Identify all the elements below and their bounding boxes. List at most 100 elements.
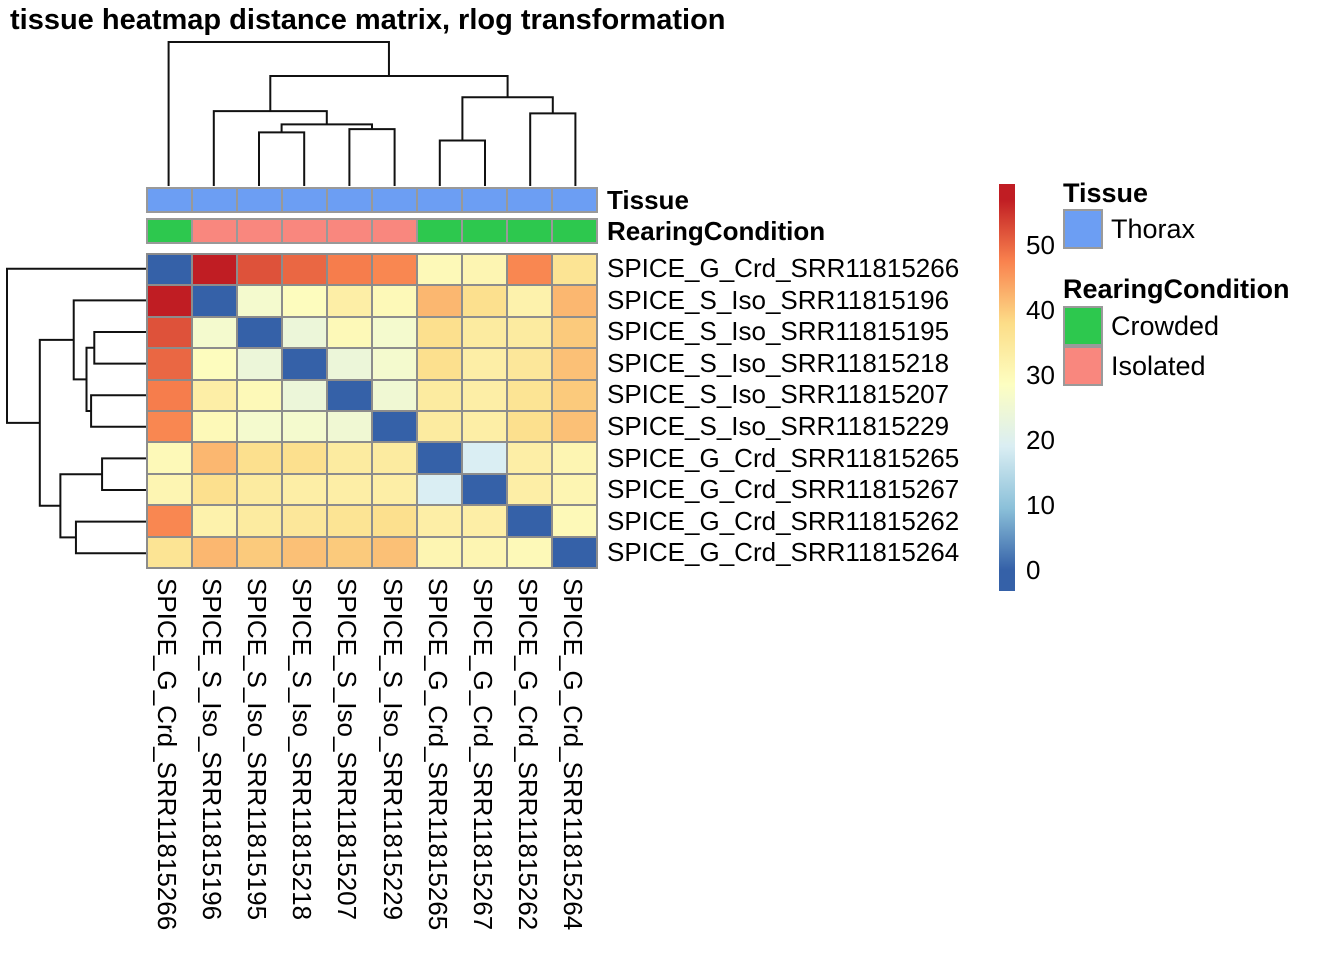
thorax-legend-label: Thorax <box>1111 214 1196 244</box>
heatmap-cell <box>327 442 372 474</box>
heatmap-cell <box>507 505 552 537</box>
heatmap-cell <box>417 285 462 317</box>
heatmap-cell <box>417 473 462 506</box>
heatmap-cell <box>552 348 597 380</box>
heatmap-cell <box>237 473 282 506</box>
tissue-annotation-label: Tissue <box>607 185 689 215</box>
colorbar-tick-label: 20 <box>1026 425 1055 455</box>
crowded-legend-label: Crowded <box>1111 311 1220 341</box>
heatmap-cell <box>237 442 282 474</box>
heatmap-cell <box>552 316 597 349</box>
annotation-cell <box>372 219 417 243</box>
heatmap-cell <box>192 254 237 286</box>
crowded-legend-swatch <box>1063 306 1103 346</box>
dendrogram-branch <box>529 112 577 186</box>
heatmap-cell <box>462 442 507 474</box>
annotation-cell <box>372 188 417 212</box>
heatmap-cell <box>462 379 507 411</box>
row-label: SPICE_G_Crd_SRR11815262 <box>607 505 960 536</box>
heatmap-cell <box>192 379 237 411</box>
heatmap-cell <box>417 254 462 286</box>
heatmap-cell <box>417 410 462 443</box>
annotation-cell <box>552 219 597 243</box>
row-label: SPICE_G_Crd_SRR11815265 <box>607 442 960 473</box>
dendrogram-branch <box>38 338 74 507</box>
heatmap-cell <box>372 442 417 474</box>
heatmap-cell <box>552 254 597 286</box>
heatmap-cell <box>192 536 237 568</box>
annotation-cell <box>282 188 327 212</box>
heatmap-cell <box>372 410 417 443</box>
column-label: SPICE_G_Crd_SRR11815264 <box>558 578 589 931</box>
heatmap-cell <box>282 410 327 443</box>
annotation-cell <box>237 188 282 212</box>
heatmap-cell <box>282 285 327 317</box>
row-label: SPICE_S_Iso_SRR11815229 <box>607 411 950 441</box>
dendrogram-branch <box>101 457 146 491</box>
column-label: SPICE_S_Iso_SRR11815195 <box>242 578 272 921</box>
row-label: SPICE_G_Crd_SRR11815266 <box>607 253 960 283</box>
heatmap-cell <box>372 536 417 568</box>
column-label: SPICE_S_Iso_SRR11815207 <box>332 578 363 921</box>
row-label: SPICE_S_Iso_SRR11815196 <box>607 284 950 315</box>
dendrogram-branch <box>59 473 103 539</box>
rearing-condition-annotation-label: RearingCondition <box>607 216 826 246</box>
annotation-cell <box>282 219 327 243</box>
heatmap-cell <box>552 442 597 474</box>
heatmap-cell <box>327 473 372 506</box>
heatmap-cell <box>282 316 327 349</box>
heatmap-cell <box>507 348 552 380</box>
heatmap-cell <box>462 254 507 286</box>
heatmap-cell <box>237 505 282 537</box>
annotation-cell <box>147 188 192 212</box>
column-label: SPICE_G_Crd_SRR11815265 <box>422 578 453 931</box>
heatmap-cell <box>282 254 327 286</box>
dendrogram-branch <box>269 74 509 112</box>
column-label: SPICE_S_Iso_SRR11815196 <box>196 578 227 921</box>
heatmap-cell <box>147 379 192 411</box>
annotation-cell <box>507 188 552 212</box>
heatmap-cell <box>192 442 237 474</box>
annotation-cell <box>507 219 552 243</box>
heatmap-cell <box>327 410 372 443</box>
heatmap-cell <box>507 316 552 349</box>
heatmap-cell <box>192 410 237 443</box>
heatmap-cell <box>462 285 507 317</box>
heatmap-grid <box>146 253 598 569</box>
heatmap-cell <box>507 379 552 411</box>
heatmap-cell <box>462 505 507 537</box>
heatmap-cell <box>282 442 327 474</box>
annotation-cell <box>192 188 237 212</box>
annotation-cell <box>462 188 507 212</box>
heatmap-cell <box>462 536 507 568</box>
annotation-cell <box>327 188 372 212</box>
column-label: SPICE_G_Crd_SRR11815262 <box>513 578 544 931</box>
heatmap-cell <box>327 505 372 537</box>
row-label: SPICE_S_Iso_SRR11815195 <box>607 316 950 347</box>
dendrogram-branch <box>212 110 328 186</box>
annotation-cell <box>147 219 192 243</box>
heatmap-cell <box>507 442 552 474</box>
heatmap-cell <box>237 254 282 286</box>
row-label: SPICE_G_Crd_SRR11815267 <box>607 474 960 505</box>
dendrogram-branch <box>90 394 146 428</box>
dendrogram-branch <box>6 267 146 424</box>
heatmap-cell <box>192 505 237 537</box>
heatmap-cell <box>552 410 597 443</box>
annotation-cell <box>417 188 462 212</box>
heatmap-cell <box>552 473 597 506</box>
heatmap-cell <box>147 410 192 443</box>
colorbar-tick-label: 10 <box>1026 490 1055 520</box>
rearing-legend-title: RearingCondition <box>1063 274 1290 304</box>
heatmap-cell <box>417 379 462 411</box>
heatmap-cell <box>417 442 462 474</box>
heatmap-cell <box>192 285 237 317</box>
heatmap-cell <box>192 473 237 506</box>
column-label: SPICE_G_Crd_SRR11815267 <box>468 578 498 931</box>
row-label: SPICE_S_Iso_SRR11815207 <box>607 379 950 410</box>
annotation-cell <box>237 219 282 243</box>
heatmap-cell <box>237 316 282 349</box>
heatmap-cell <box>417 348 462 380</box>
heatmap-cell <box>417 505 462 537</box>
